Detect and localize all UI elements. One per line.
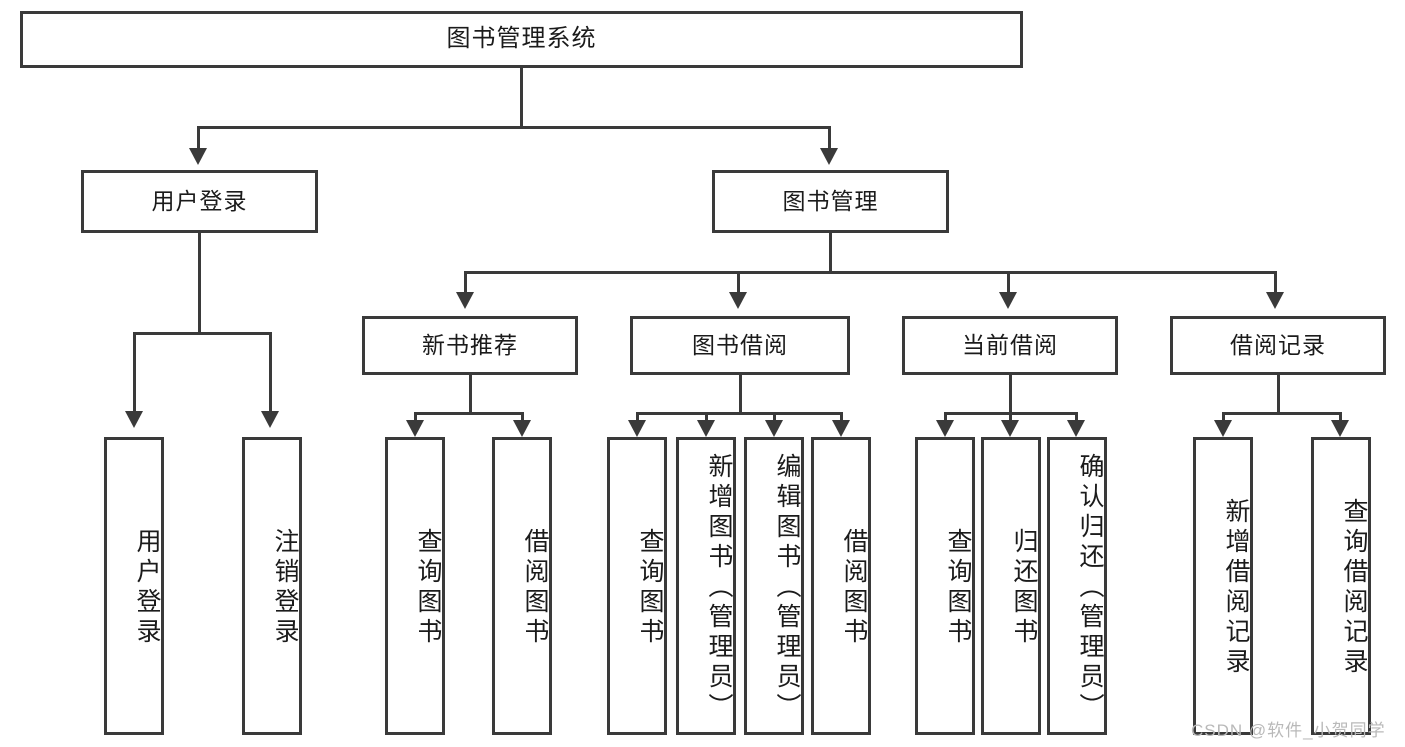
node-label: 借阅图书 xyxy=(840,528,868,648)
connector-root-to-login xyxy=(197,126,200,151)
node-label: 新增图书（管理员） xyxy=(705,453,733,723)
connector-bookmgmt-stem xyxy=(829,233,832,273)
arrowhead-l3-4 xyxy=(1266,292,1284,309)
arrowhead-borrow-leaf4 xyxy=(832,420,850,437)
arrowhead-current-leaf2 xyxy=(1001,420,1019,437)
node-label: 借阅记录 xyxy=(1230,331,1326,358)
node-label: 查询图书 xyxy=(944,528,972,648)
connector-borrow-bus xyxy=(636,412,843,415)
node-user-login[interactable]: 用户登录 xyxy=(81,170,318,233)
node-label: 新增借阅记录 xyxy=(1222,498,1250,678)
connector-root-to-bookmgmt xyxy=(828,126,831,151)
arrowhead-borrow-leaf1 xyxy=(628,420,646,437)
node-label: 用户登录 xyxy=(151,187,248,214)
connector-bookmgmt-to-l3-4 xyxy=(1274,271,1277,295)
connector-bookmgmt-bus xyxy=(464,271,1277,274)
node-label: 借阅图书 xyxy=(521,528,549,648)
node-label: 图书管理 xyxy=(782,187,879,214)
leaf-user-login-login[interactable]: 用户登录 xyxy=(104,437,164,735)
arrowhead-l3-2 xyxy=(729,292,747,309)
arrowhead-root-to-bookmgmt xyxy=(820,148,838,165)
csdn-watermark: CSDN @软件_小贺同学 xyxy=(1191,721,1386,740)
arrowhead-current-leaf3 xyxy=(1067,420,1085,437)
node-new-book-recommend[interactable]: 新书推荐 xyxy=(362,316,578,375)
connector-borrow-leaf2 xyxy=(705,412,708,424)
connector-bookmgmt-to-l3-2 xyxy=(737,271,740,295)
leaf-user-login-logout[interactable]: 注销登录 xyxy=(242,437,302,735)
connector-records-bus xyxy=(1222,412,1342,415)
leaf-borrow-borrow-book[interactable]: 借阅图书 xyxy=(811,437,871,735)
leaf-current-query-book[interactable]: 查询图书 xyxy=(915,437,975,735)
node-current-borrow[interactable]: 当前借阅 xyxy=(902,316,1118,375)
connector-recommend-stem xyxy=(469,375,472,414)
connector-records-leaf2 xyxy=(1339,412,1342,424)
arrowhead-borrow-leaf3 xyxy=(765,420,783,437)
arrowhead-records-leaf1 xyxy=(1214,420,1232,437)
arrowhead-current-leaf1 xyxy=(936,420,954,437)
connector-login-bus xyxy=(133,332,271,335)
leaf-records-query-record[interactable]: 查询借阅记录 xyxy=(1311,437,1371,735)
arrowhead-recommend-leaf1 xyxy=(406,420,424,437)
connector-current-leaf2 xyxy=(1009,412,1012,424)
leaf-recommend-borrow-book[interactable]: 借阅图书 xyxy=(492,437,552,735)
node-label: 编辑图书（管理员） xyxy=(773,453,801,723)
arrowhead-root-to-login xyxy=(189,148,207,165)
leaf-recommend-query-book[interactable]: 查询图书 xyxy=(385,437,445,735)
arrowhead-l3-1 xyxy=(456,292,474,309)
leaf-current-return-book[interactable]: 归还图书 xyxy=(981,437,1041,735)
connector-login-to-leaf1 xyxy=(133,332,136,414)
node-label: 图书管理系统 xyxy=(446,25,597,53)
connector-recommend-bus xyxy=(414,412,524,415)
arrowhead-borrow-leaf2 xyxy=(697,420,715,437)
connector-bookmgmt-to-l3-1 xyxy=(464,271,467,295)
arrowhead-login-leaf1 xyxy=(125,411,143,428)
node-label: 用户登录 xyxy=(133,528,161,648)
leaf-records-add-record[interactable]: 新增借阅记录 xyxy=(1193,437,1253,735)
connector-root-bus xyxy=(197,126,831,129)
connector-borrow-leaf3 xyxy=(773,412,776,424)
node-book-borrow[interactable]: 图书借阅 xyxy=(630,316,850,375)
connector-login-stem xyxy=(198,233,201,334)
connector-login-to-leaf2 xyxy=(269,332,272,414)
connector-records-leaf1 xyxy=(1222,412,1225,424)
connector-recommend-leaf2 xyxy=(521,412,524,424)
arrowhead-records-leaf2 xyxy=(1331,420,1349,437)
connector-records-stem xyxy=(1277,375,1280,414)
leaf-current-confirm-return-admin[interactable]: 确认归还（管理员） xyxy=(1047,437,1107,735)
node-label: 确认归还（管理员） xyxy=(1076,453,1104,723)
arrowhead-l3-3 xyxy=(999,292,1017,309)
node-label: 查询图书 xyxy=(636,528,664,648)
node-label: 当前借阅 xyxy=(962,331,1058,358)
leaf-borrow-add-book-admin[interactable]: 新增图书（管理员） xyxy=(676,437,736,735)
node-borrow-records[interactable]: 借阅记录 xyxy=(1170,316,1386,375)
node-book-management[interactable]: 图书管理 xyxy=(712,170,949,233)
connector-current-stem xyxy=(1009,375,1012,414)
connector-borrow-stem xyxy=(739,375,742,414)
node-label: 归还图书 xyxy=(1010,528,1038,648)
connector-borrow-leaf4 xyxy=(840,412,843,424)
leaf-borrow-query-book[interactable]: 查询图书 xyxy=(607,437,667,735)
node-root-library-system[interactable]: 图书管理系统 xyxy=(20,11,1023,68)
arrowhead-recommend-leaf2 xyxy=(513,420,531,437)
connector-borrow-leaf1 xyxy=(636,412,639,424)
connector-current-leaf1 xyxy=(944,412,947,424)
node-label: 注销登录 xyxy=(271,528,299,648)
leaf-borrow-edit-book-admin[interactable]: 编辑图书（管理员） xyxy=(744,437,804,735)
node-label: 图书借阅 xyxy=(692,331,788,358)
arrowhead-login-leaf2 xyxy=(261,411,279,428)
node-label: 查询图书 xyxy=(414,528,442,648)
connector-bookmgmt-to-l3-3 xyxy=(1007,271,1010,295)
node-label: 查询借阅记录 xyxy=(1340,498,1368,678)
connector-current-leaf3 xyxy=(1075,412,1078,424)
connector-recommend-leaf1 xyxy=(414,412,417,424)
connector-root-stem xyxy=(520,68,523,128)
node-label: 新书推荐 xyxy=(422,331,518,358)
